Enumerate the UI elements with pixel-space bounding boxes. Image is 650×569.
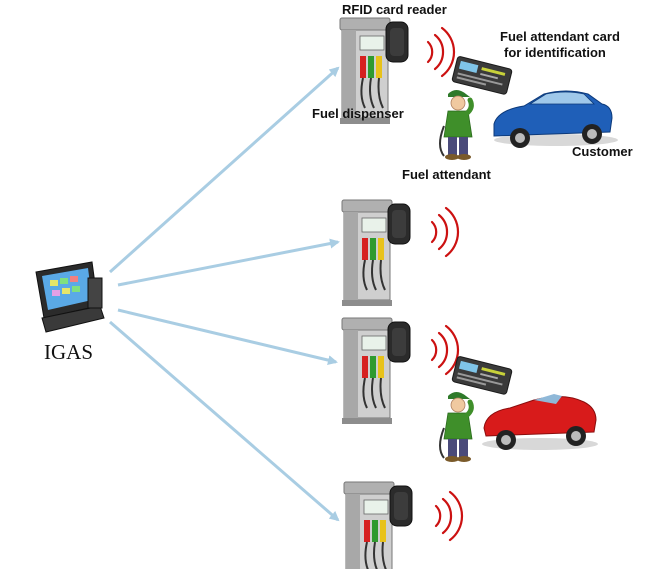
attendant-card-2-icon — [451, 355, 513, 396]
fuel-attendant-label: Fuel attendant — [402, 167, 491, 182]
arrow-to-dispenser-4 — [109, 320, 340, 522]
rfid-signal-2-icon — [430, 206, 460, 258]
arrow-to-dispenser-1 — [108, 66, 340, 274]
attendant-card-label-line1: Fuel attendant card — [500, 29, 620, 44]
attendant-card-label-line2: for identification — [504, 45, 606, 60]
rfid-signal-4-icon — [434, 490, 464, 542]
fuel-dispenser-label: Fuel dispenser — [312, 106, 404, 121]
igas-terminal-icon — [35, 261, 105, 333]
rfid-reader-label: RFID card reader — [342, 2, 447, 17]
fuel-dispenser-3-icon — [341, 317, 411, 425]
arrow-to-dispenser-2 — [117, 238, 340, 287]
attendant-card-1-icon — [451, 55, 513, 96]
arrow-to-dispenser-3 — [117, 308, 338, 366]
fuel-attendant-2-icon — [440, 392, 472, 462]
rfid-signal-1-icon — [426, 26, 456, 78]
blue-car-icon — [493, 90, 618, 148]
red-car-icon — [482, 394, 598, 450]
fuel-attendant-1-icon — [440, 90, 472, 160]
rfid-signal-3-icon — [430, 324, 460, 376]
customer-label: Customer — [572, 144, 633, 159]
fuel-dispenser-2-icon — [341, 199, 411, 307]
igas-label: IGAS — [44, 340, 94, 364]
fuel-dispenser-4-icon — [343, 481, 413, 569]
